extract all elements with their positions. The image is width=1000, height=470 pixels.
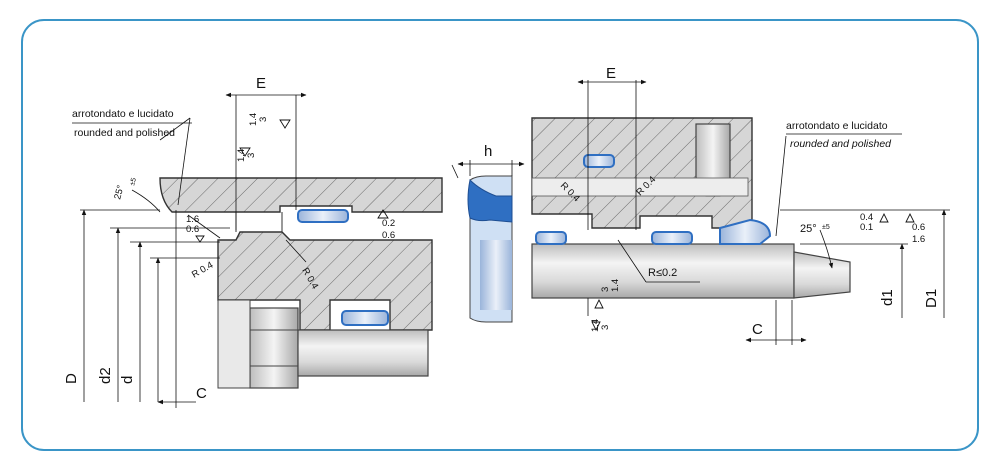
label-D: D	[63, 373, 80, 384]
right-seal-a	[583, 154, 615, 168]
left-angle: 25°	[112, 184, 126, 201]
left-rough-top-b: 3	[258, 117, 269, 122]
right-angle: 25°	[800, 223, 817, 235]
right-wiper	[719, 218, 772, 245]
left-upper-housing	[159, 177, 443, 213]
left-rough-face-b: 0.6	[186, 224, 199, 235]
right-seal-b	[535, 231, 567, 245]
right-note-english: rounded and polished	[790, 138, 892, 150]
label-E-right: E	[606, 65, 616, 82]
left-seal-top	[297, 209, 349, 223]
right-rough-face-b: 0.1	[860, 222, 873, 233]
label-E-left: E	[256, 75, 266, 92]
label-C-left: C	[196, 385, 207, 402]
left-rough-top-a: 1.4	[248, 113, 259, 126]
left-note-english: rounded and polished	[74, 127, 175, 139]
left-rough-mid-a: 1.4	[236, 149, 247, 162]
label-h: h	[484, 143, 492, 160]
right-dimensions	[577, 79, 950, 345]
label-d: d	[119, 376, 136, 384]
right-rod	[531, 243, 795, 299]
left-rough-groove-a: 0.2	[382, 218, 395, 229]
label-D1: D1	[923, 289, 940, 308]
right-angle-tol: ±5	[822, 224, 830, 231]
left-rough-mid-b: 3	[246, 153, 257, 158]
right-bolt	[695, 123, 731, 187]
left-dimensions	[80, 92, 307, 408]
right-rough-b: 1.4	[610, 279, 621, 292]
label-d2: d2	[97, 367, 114, 384]
left-rough-face-a: 1.6	[186, 214, 199, 225]
right-rough-face-d: 1.6	[912, 234, 925, 245]
left-angle-tol: ±5	[129, 177, 138, 186]
left-hex-nut	[249, 307, 299, 389]
roughness-triangle-icon	[591, 212, 915, 332]
label-C-right: C	[752, 321, 763, 338]
right-rough-a: 3	[600, 287, 611, 292]
right-radius-c: R≤0.2	[648, 267, 677, 279]
right-note-italian: arrotondato e lucidato	[786, 120, 888, 132]
right-rough-c: 1.4	[590, 319, 601, 332]
left-rough-groove-b: 0.6	[382, 230, 395, 241]
seal-profile-drawing	[451, 160, 525, 323]
right-seal-c	[651, 231, 693, 245]
left-section-drawing	[159, 177, 443, 389]
left-seal-bottom	[341, 310, 389, 326]
right-section-drawing	[531, 117, 851, 299]
right-rough-d: 3	[600, 325, 611, 330]
right-rough-face-c: 0.6	[912, 222, 925, 233]
roughness-triangle-icon	[195, 119, 389, 243]
right-rough-face-a: 0.4	[860, 212, 873, 223]
left-note-italian: arrotondato e lucidato	[72, 108, 174, 120]
label-d1: d1	[879, 289, 896, 306]
